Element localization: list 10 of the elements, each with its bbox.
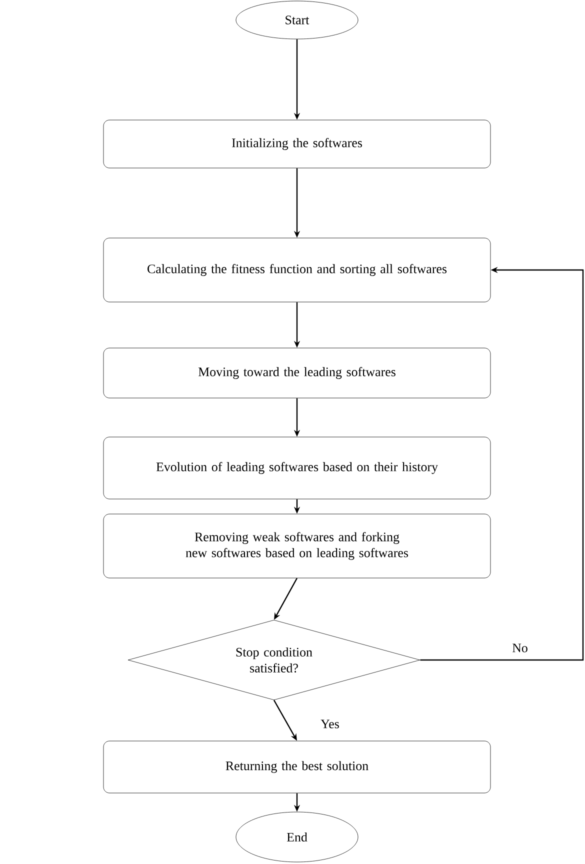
process-box: Removing weak softwares and forking new softwares based on leading softwares <box>103 514 491 578</box>
process-box: Returning the best solution <box>103 740 491 794</box>
terminal-oval: End <box>236 812 358 862</box>
process-box: Moving toward the leading softwares <box>103 348 491 398</box>
edge-label: No <box>511 642 529 654</box>
edge-label: Yes <box>320 718 340 730</box>
process-box: Evolution of leading softwares based on their history <box>103 436 491 500</box>
terminal-oval: Start <box>236 0 358 40</box>
process-box: Calculating the fitness function and sorting all softwares <box>103 238 491 302</box>
process-box: Initializing the softwares <box>103 120 491 168</box>
